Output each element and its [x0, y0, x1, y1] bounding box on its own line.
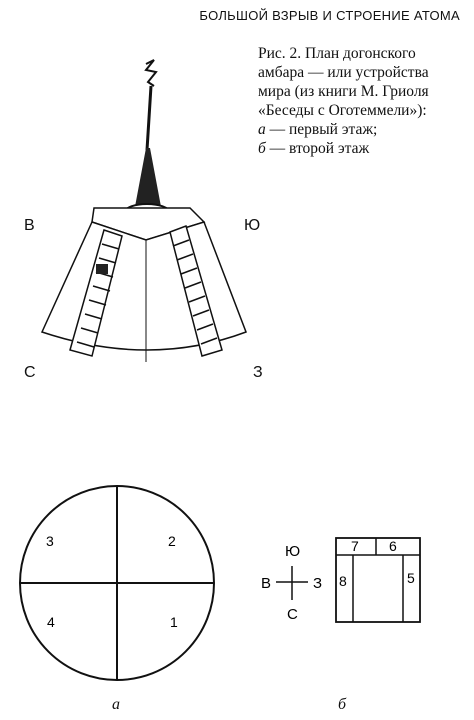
caption-line: мира (из книги М. Гриоля	[258, 83, 429, 100]
dark-window	[96, 264, 108, 274]
running-header: БОЛЬШОЙ ВЗРЫВ И СТРОЕНИЕ АТОМА	[199, 8, 460, 23]
compass-north-label: Ю	[285, 543, 300, 560]
plan-b-label: б	[338, 696, 347, 713]
direction-label-bottom-right: З	[253, 364, 263, 381]
room-8-label: 8	[339, 573, 347, 589]
caption-line: Рис. 2. План догонского	[258, 45, 416, 62]
room-6-label: 6	[389, 538, 397, 554]
plan-a-label: а	[112, 696, 120, 713]
caption-line: «Беседы с Оготеммели»):	[258, 102, 427, 119]
plan-b-outline	[335, 537, 421, 623]
caption-text-a: — первый этаж;	[265, 121, 378, 138]
quadrant-4-label: 4	[47, 614, 55, 630]
caption-text-b: — второй этаж	[265, 140, 370, 157]
room-5-label: 5	[407, 570, 415, 586]
right-stair-steps	[172, 239, 218, 345]
antenna-pole	[145, 85, 153, 151]
quadrant-1-label: 1	[170, 614, 178, 630]
compass-east-label: З	[313, 575, 322, 592]
direction-label-bottom-left: С	[24, 364, 36, 381]
quadrant-3-label: 3	[46, 533, 54, 549]
direction-label-top-right: Ю	[244, 217, 261, 234]
caption-letter-a: а	[258, 121, 266, 138]
antenna-zigzag	[144, 59, 158, 87]
caption-line: б — второй этаж	[258, 139, 470, 158]
quadrant-2-label: 2	[168, 533, 176, 549]
compass-south-label: С	[287, 606, 298, 623]
caption-letter-b: б	[258, 140, 266, 157]
direction-label-top-left: В	[24, 217, 35, 234]
conical-roof	[134, 148, 162, 212]
left-stair-steps	[76, 243, 120, 348]
caption-line: амбара — или устройства	[258, 64, 429, 81]
caption-line: а — первый этаж;	[258, 120, 470, 139]
figure-caption: Рис. 2. План догонского амбара — или уст…	[258, 44, 470, 158]
room-7-label: 7	[351, 538, 359, 554]
compass-west-label: В	[261, 575, 271, 592]
